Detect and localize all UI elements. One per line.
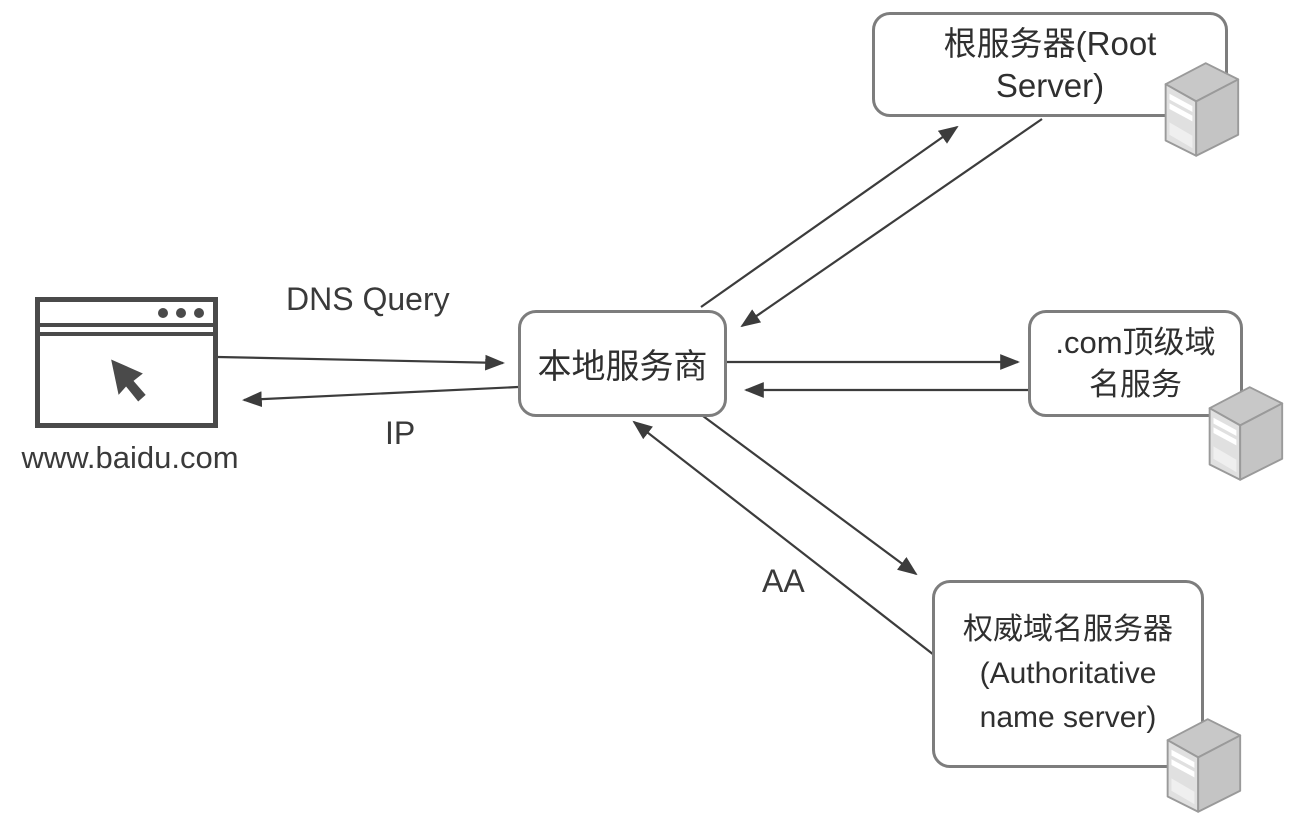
client-label: www.baidu.com bbox=[21, 440, 239, 475]
arrow-local-to-auth bbox=[702, 415, 918, 576]
node-authoritative-server: 权威域名服务器 (Authoritative name server) bbox=[932, 580, 1204, 768]
browser-addressbar bbox=[40, 327, 213, 336]
window-dot-icon bbox=[194, 307, 204, 318]
browser-window-icon bbox=[35, 297, 218, 428]
node-com-tld-server: .com顶级域 名服务 bbox=[1028, 310, 1243, 417]
arrow-local-to-root bbox=[700, 125, 959, 308]
node-label-line: .com顶级域 bbox=[1055, 324, 1216, 360]
node-root-server: 根服务器(Root Server) bbox=[872, 12, 1228, 117]
node-label-line: 本地服务商 bbox=[537, 348, 708, 386]
arrow-ip-return bbox=[242, 385, 519, 408]
node-local-dns-provider: 本地服务商 bbox=[518, 310, 727, 417]
node-label-line: name server) bbox=[979, 701, 1157, 734]
node-label-line: Server) bbox=[995, 66, 1105, 104]
server-tower-icon bbox=[1164, 62, 1240, 157]
browser-content bbox=[40, 336, 213, 423]
edge-label-dns-query: DNS Query bbox=[286, 281, 450, 317]
server-tower-icon bbox=[1166, 718, 1242, 813]
server-tower-icon bbox=[1208, 386, 1284, 481]
node-label-line: (Authoritative bbox=[979, 657, 1157, 690]
arrow-auth-to-local bbox=[632, 420, 935, 656]
edge-label-ip: IP bbox=[385, 415, 416, 451]
browser-titlebar bbox=[40, 302, 213, 327]
node-label-line: 根服务器(Root bbox=[943, 24, 1157, 62]
arrow-root-to-local bbox=[740, 118, 1043, 328]
edge-label-aa: AA bbox=[762, 563, 805, 599]
window-dot-icon bbox=[158, 307, 168, 318]
cursor-arrow-icon bbox=[110, 358, 146, 401]
arrow-dns-query bbox=[217, 354, 505, 371]
window-dot-icon bbox=[176, 307, 186, 318]
node-label-line: 权威域名服务器 bbox=[963, 613, 1173, 646]
node-label-line: 名服务 bbox=[1089, 366, 1182, 402]
